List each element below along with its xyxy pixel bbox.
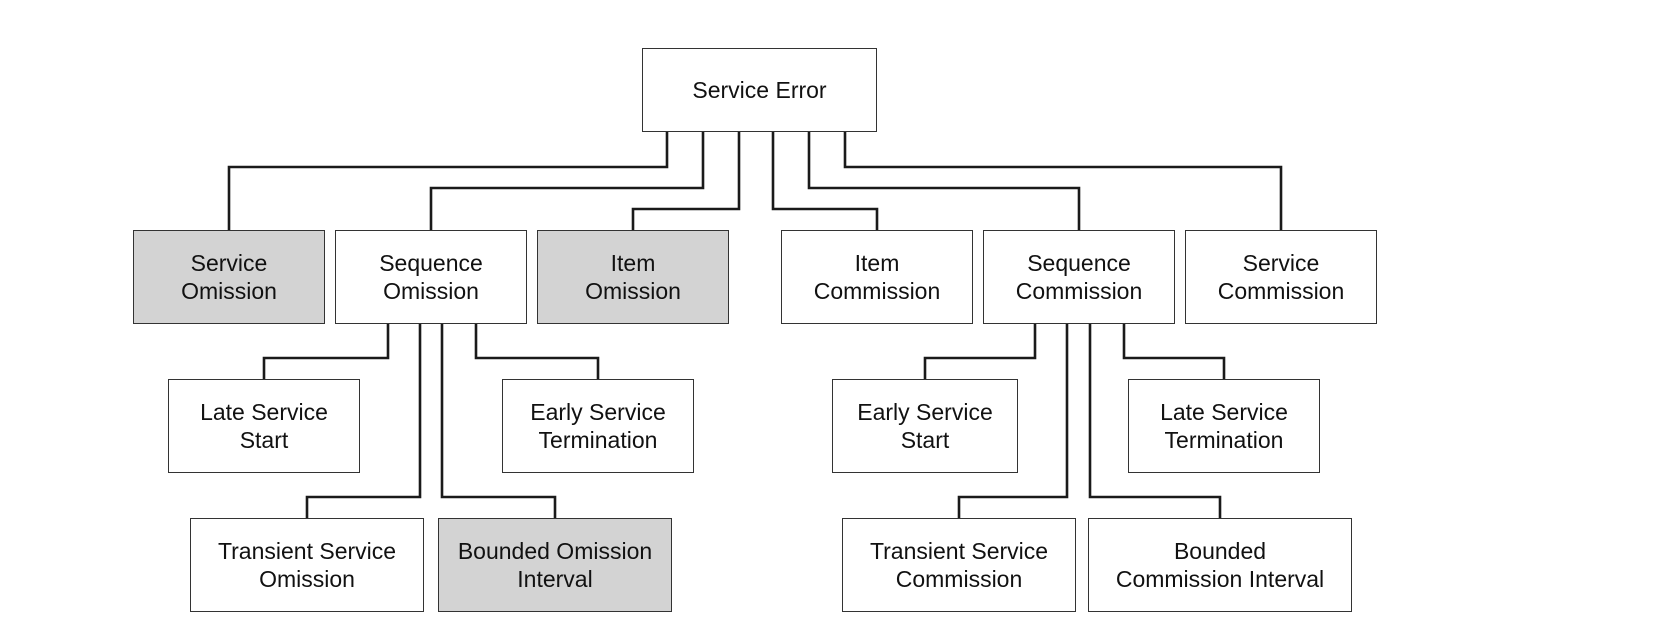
node-label-line: Omission [383,278,479,304]
node-label-line: Service Error [692,77,827,103]
node-label-line: Bounded [1173,538,1267,564]
node-service-error: Service Error [642,48,877,132]
edge-transient-service-commission-to-sequence-commission [957,307,1075,518]
node-late-service-start: Late Service Start [168,379,360,473]
edge-sequence-commission-to-service-error [801,115,1081,230]
node-label-line: Start [900,427,950,453]
edge-early-service-start-to-sequence-commission [923,307,1043,379]
edge-late-service-start-to-sequence-omission [262,307,396,379]
edge-service-commission-to-service-error [837,115,1283,230]
node-label-line: Late Service [200,399,328,425]
node-item-commission: Item Commission [781,230,973,324]
node-label-line: Omission [181,278,277,304]
node-label-line: Early Service [857,399,993,425]
node-sequence-omission: Sequence Omission [335,230,527,324]
node-early-service-start: Early Service Start [832,379,1018,473]
node-sequence-commission: Sequence Commission [983,230,1175,324]
edge-bounded-commission-interval-to-sequence-commission [1082,307,1222,518]
node-item-omission: Item Omission [537,230,729,324]
node-label-line: Termination [1164,427,1284,453]
edge-early-service-termination-to-sequence-omission [468,307,600,379]
node-label-line: Commission [1217,278,1345,304]
node-label-line: Service [1242,250,1320,276]
node-label-line: Item [854,250,900,276]
node-late-service-termination: Late Service Termination [1128,379,1320,473]
node-service-omission: Service Omission [133,230,325,324]
node-label-line: Commission [895,566,1023,592]
edge-bounded-omission-interval-to-sequence-omission [434,307,557,518]
node-label-line: Early Service [530,399,666,425]
node-label-line: Sequence [1027,250,1131,276]
node-label-line: Item [610,250,656,276]
node-bounded-omission-interval: Bounded Omission Interval [438,518,672,612]
node-label-line: Sequence [379,250,483,276]
node-label-line: Omission [585,278,681,304]
edge-layer [227,115,1283,518]
edge-item-omission-to-service-error [631,115,747,230]
node-label-line: Bounded Omission [457,538,653,564]
node-label-line: Transient Service [869,538,1049,564]
node-transient-service-commission: Transient Service Commission [842,518,1076,612]
node-bounded-commission-interval: Bounded Commission Interval [1088,518,1352,612]
edge-transient-service-omission-to-sequence-omission [305,307,428,518]
node-label-line: Late Service [1160,399,1288,425]
node-early-service-termination: Early Service Termination [502,379,694,473]
node-label-line: Commission [1015,278,1143,304]
node-label-line: Transient Service [217,538,397,564]
node-label-line: Start [239,427,289,453]
node-service-commission: Service Commission [1185,230,1377,324]
edge-late-service-termination-to-sequence-commission [1116,307,1226,379]
node-label-line: Termination [538,427,658,453]
node-label-line: Service [190,250,268,276]
node-label-line: Interval [517,566,593,592]
node-label-line: Commission [813,278,941,304]
edge-service-omission-to-service-error [227,115,675,230]
node-label-line: Omission [259,566,355,592]
edge-item-commission-to-service-error [765,115,879,230]
edge-sequence-omission-to-service-error [429,115,711,230]
node-label-line: Commission Interval [1115,566,1325,592]
node-transient-service-omission: Transient Service Omission [190,518,424,612]
